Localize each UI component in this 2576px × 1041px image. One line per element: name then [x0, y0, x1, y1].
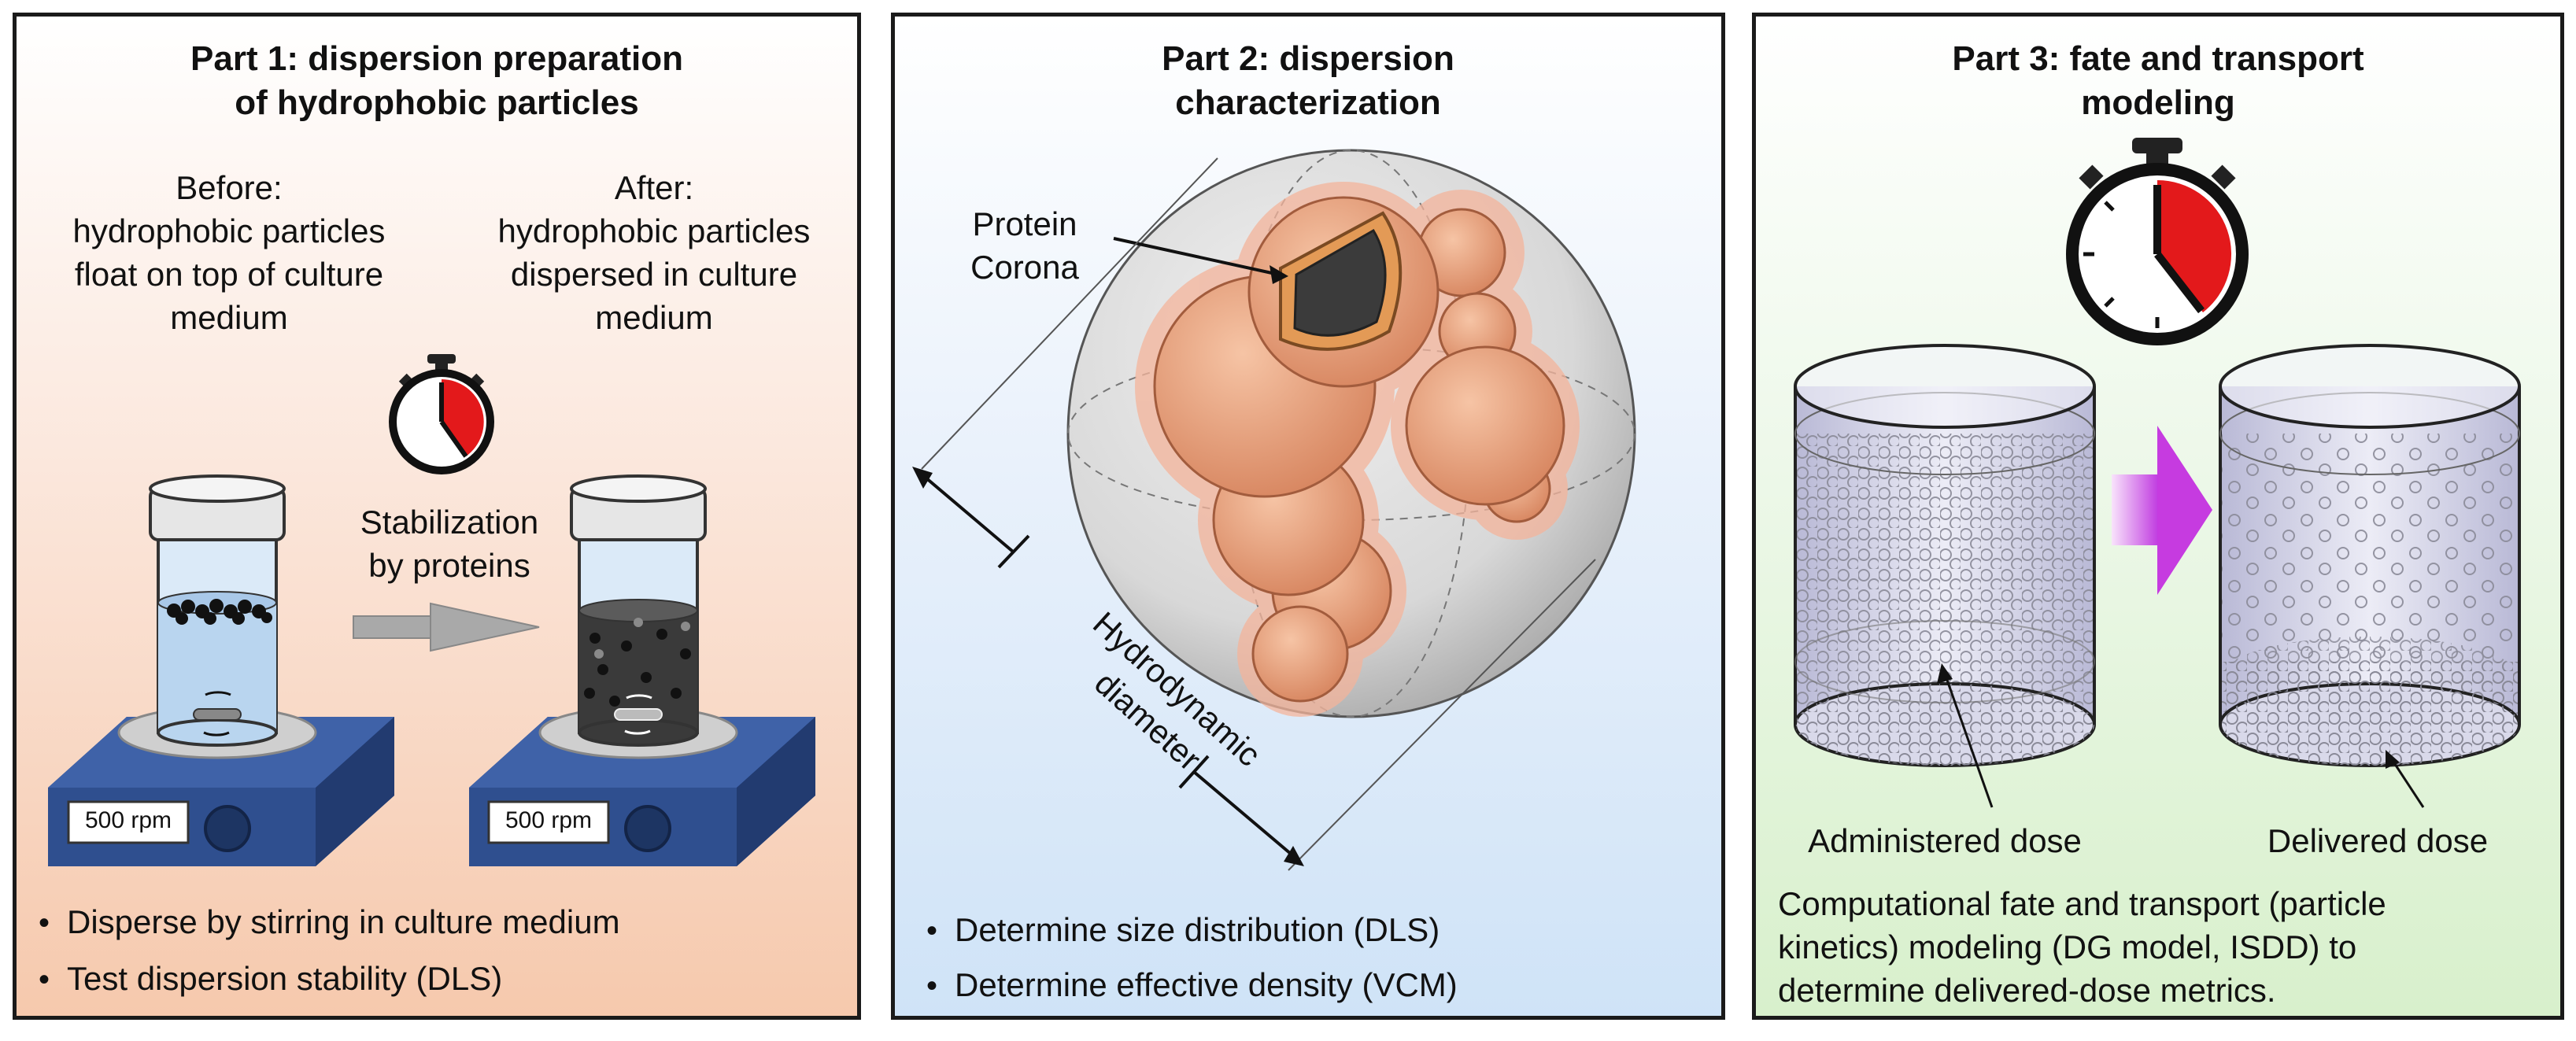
delivered-dose-label: Delivered dose	[2267, 822, 2489, 859]
panel1-bullet-2: Test dispersion stability (DLS)	[39, 958, 502, 1000]
diameter-arrow-top	[918, 471, 1030, 569]
panel3-illustration	[1794, 138, 2521, 808]
jar-before-icon	[149, 474, 286, 747]
diameter-guide-top	[921, 157, 1218, 470]
administered-dose-label: Administered dose	[1808, 822, 2082, 859]
modeling-description: Computational fate and transport (partic…	[1778, 885, 2386, 1009]
panel-dispersion-preparation: Part 1: dispersion preparation of hydrop…	[13, 13, 861, 1020]
magnetic-stirrer-icon	[469, 706, 815, 866]
transport-arrow-icon	[2112, 426, 2212, 595]
panel2-bullet-2: Determine effective density (VCM)	[926, 965, 1458, 1006]
culture-well-delivered	[2219, 344, 2521, 767]
corona-pointer	[1113, 237, 1280, 276]
panel2-bullet-1: Determine size distribution (DLS)	[926, 910, 1440, 951]
after-caption: After: hydrophobic particles dispersed i…	[497, 169, 811, 336]
panel1-illustration	[48, 354, 815, 866]
delivered-pointer	[2386, 750, 2425, 808]
before-caption: Before: hydrophobic particles float on t…	[72, 169, 386, 336]
panel1-bullet-1: Disperse by stirring in culture medium	[39, 902, 620, 943]
diameter-guide-bottom	[1288, 559, 1596, 871]
stirrer-speed-label-after: 500 rpm	[504, 807, 593, 833]
stopwatch-icon	[389, 354, 494, 474]
panel1-title: Part 1: dispersion preparation of hydrop…	[190, 39, 683, 122]
panel-fate-transport-modeling: Part 3: fate and transport modeling	[1752, 13, 2564, 1020]
panel3-title: Part 3: fate and transport modeling	[1952, 39, 2364, 122]
stabilization-label: Stabilization by proteins	[360, 504, 539, 584]
culture-well-administered	[1794, 344, 2096, 767]
diameter-arrow-bottom	[1178, 755, 1298, 860]
stirrer-speed-label-before: 500 rpm	[84, 807, 172, 833]
particle-core-cutaway	[1279, 211, 1403, 351]
magnetic-stirrer-icon	[48, 706, 394, 866]
stopwatch-icon	[2066, 138, 2249, 345]
panel2-illustration	[912, 149, 1636, 871]
administered-pointer	[1937, 663, 1994, 808]
panel2-title: Part 2: dispersion characterization	[1162, 39, 1454, 122]
stir-bar-icon	[193, 708, 242, 721]
protein-corona-label: Protein Corona	[970, 205, 1079, 286]
jar-after-icon	[570, 474, 707, 747]
process-arrow-icon	[353, 602, 540, 652]
panel-dispersion-characterization: Part 2: dispersion characterization	[891, 13, 1725, 1020]
